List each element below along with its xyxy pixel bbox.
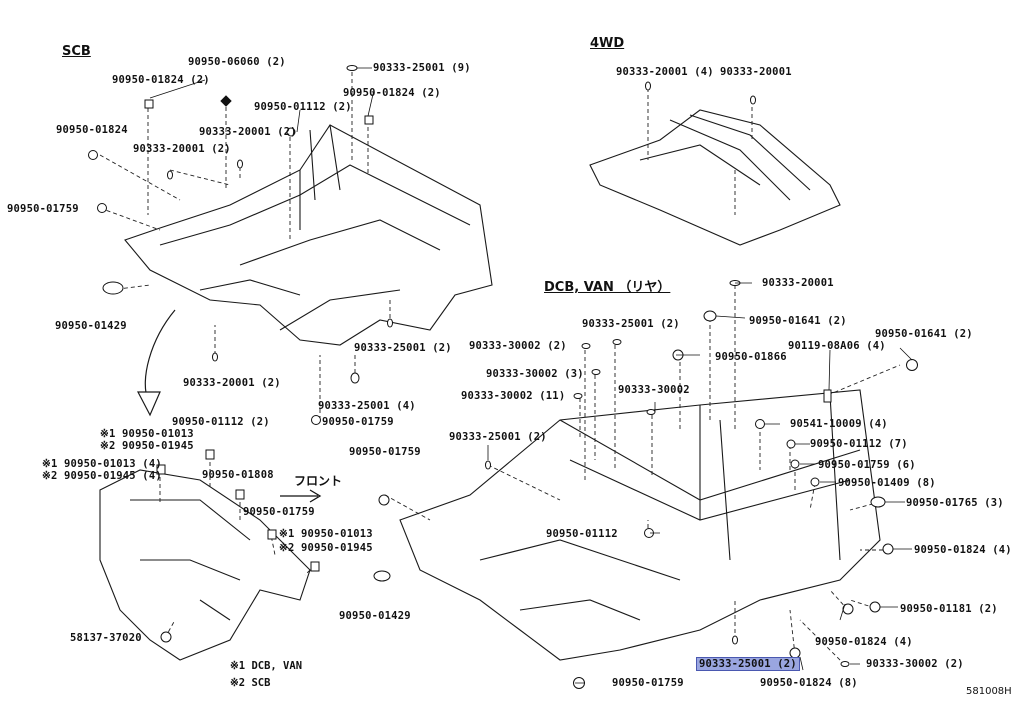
part-label[interactable]: 90333-30002 (2) [469,340,567,352]
part-label[interactable]: 90950-01824 (4) [914,544,1012,556]
part-label[interactable]: 90333-20001 (2) [133,143,231,155]
part-label[interactable]: 90950-01759 [243,506,315,518]
part-label[interactable]: 90950-01112 [546,528,618,540]
part-label[interactable]: 90950-01429 [339,610,411,622]
part-label[interactable]: 90950-01765 (3) [906,497,1004,509]
part-label[interactable]: 90950-01409 (8) [838,477,936,489]
front-arrow-icon [280,489,322,503]
part-label[interactable]: 90950-01759 [612,677,684,689]
legend-mark2: ※2 SCB [230,677,271,689]
part-label[interactable]: 90333-25001 (2) [354,342,452,354]
part-label[interactable]: 90333-20001 [720,66,792,78]
part-label[interactable]: 90333-30002 (2) [866,658,964,670]
part-label[interactable]: 90950-01759 (6) [818,459,916,471]
part-label[interactable]: 90950-01824 (4) [815,636,913,648]
part-label[interactable]: ※2 90950-01945 [279,542,373,554]
part-label[interactable]: 90950-01808 [202,469,274,481]
part-label[interactable]: 90950-01112 (7) [810,438,908,450]
header-dcb-van: DCB, VAN （リヤ） [544,280,671,295]
part-label[interactable]: 90333-20001 (2) [183,377,281,389]
dcb-rear-floor [399,389,881,661]
part-label[interactable]: 90333-20001 [762,277,834,289]
highlighted-part-label[interactable]: 90333-25001 (2) [696,657,800,671]
part-label[interactable]: 90541-10009 (4) [790,418,888,430]
part-label[interactable]: 90333-25001 (9) [373,62,471,74]
part-label[interactable]: 90333-30002 (11) [461,390,566,402]
part-label[interactable]: 90950-01759 [322,416,394,428]
part-label[interactable]: 90950-01824 (8) [760,677,858,689]
part-label[interactable]: 90333-30002 [618,384,690,396]
part-label[interactable]: 90950-01866 [715,351,787,363]
part-label[interactable]: 90333-25001 (4) [318,400,416,412]
part-label[interactable]: 90950-01641 (2) [875,328,973,340]
part-label[interactable]: 90950-01759 [7,203,79,215]
part-label[interactable]: 90950-01824 [56,124,128,136]
front-label: フロント [294,474,343,488]
part-label[interactable]: 90333-20001 (2) [199,126,297,138]
part-label[interactable]: ※1 90950-01013 [279,528,373,540]
part-label[interactable]: ※1 90950-01013 [100,428,194,440]
legend-mark1: ※1 DCB, VAN [230,660,303,672]
part-label[interactable]: 90950-01824 (2) [343,87,441,99]
part-label[interactable]: 90119-08A06 (4) [788,340,886,352]
part-label[interactable]: 90950-01641 (2) [749,315,847,327]
figure-code: 581008H [966,686,1012,697]
part-label[interactable]: 90950-06060 (2) [188,56,286,68]
part-label[interactable]: ※2 90950-01945 [100,440,194,452]
scb-front-floor [99,469,311,661]
header-4wd: 4WD [590,36,625,51]
part-label[interactable]: 90950-01824 (2) [112,74,210,86]
part-label[interactable]: 90333-30002 (3) [486,368,584,380]
header-scb: SCB [62,44,91,59]
part-label[interactable]: ※2 90950-01945 (4) [42,470,162,482]
part-label[interactable]: 90950-01181 (2) [900,603,998,615]
part-label[interactable]: ※1 90950-01013 (4) [42,458,162,470]
curved-arrow [144,309,176,401]
scb-floor-panel [124,124,493,346]
part-label[interactable]: 58137-37020 [70,632,142,644]
part-label[interactable]: 90333-20001 (4) [616,66,714,78]
part-label[interactable]: 90950-01112 (2) [172,416,270,428]
4wd-tunnel [589,109,841,246]
part-label[interactable]: 90950-01112 (2) [254,101,352,113]
part-label[interactable]: 90950-01759 [349,446,421,458]
part-label[interactable]: 90950-01429 [55,320,127,332]
part-label[interactable]: 90333-25001 (2) [449,431,547,443]
part-label[interactable]: 90333-25001 (2) [582,318,680,330]
